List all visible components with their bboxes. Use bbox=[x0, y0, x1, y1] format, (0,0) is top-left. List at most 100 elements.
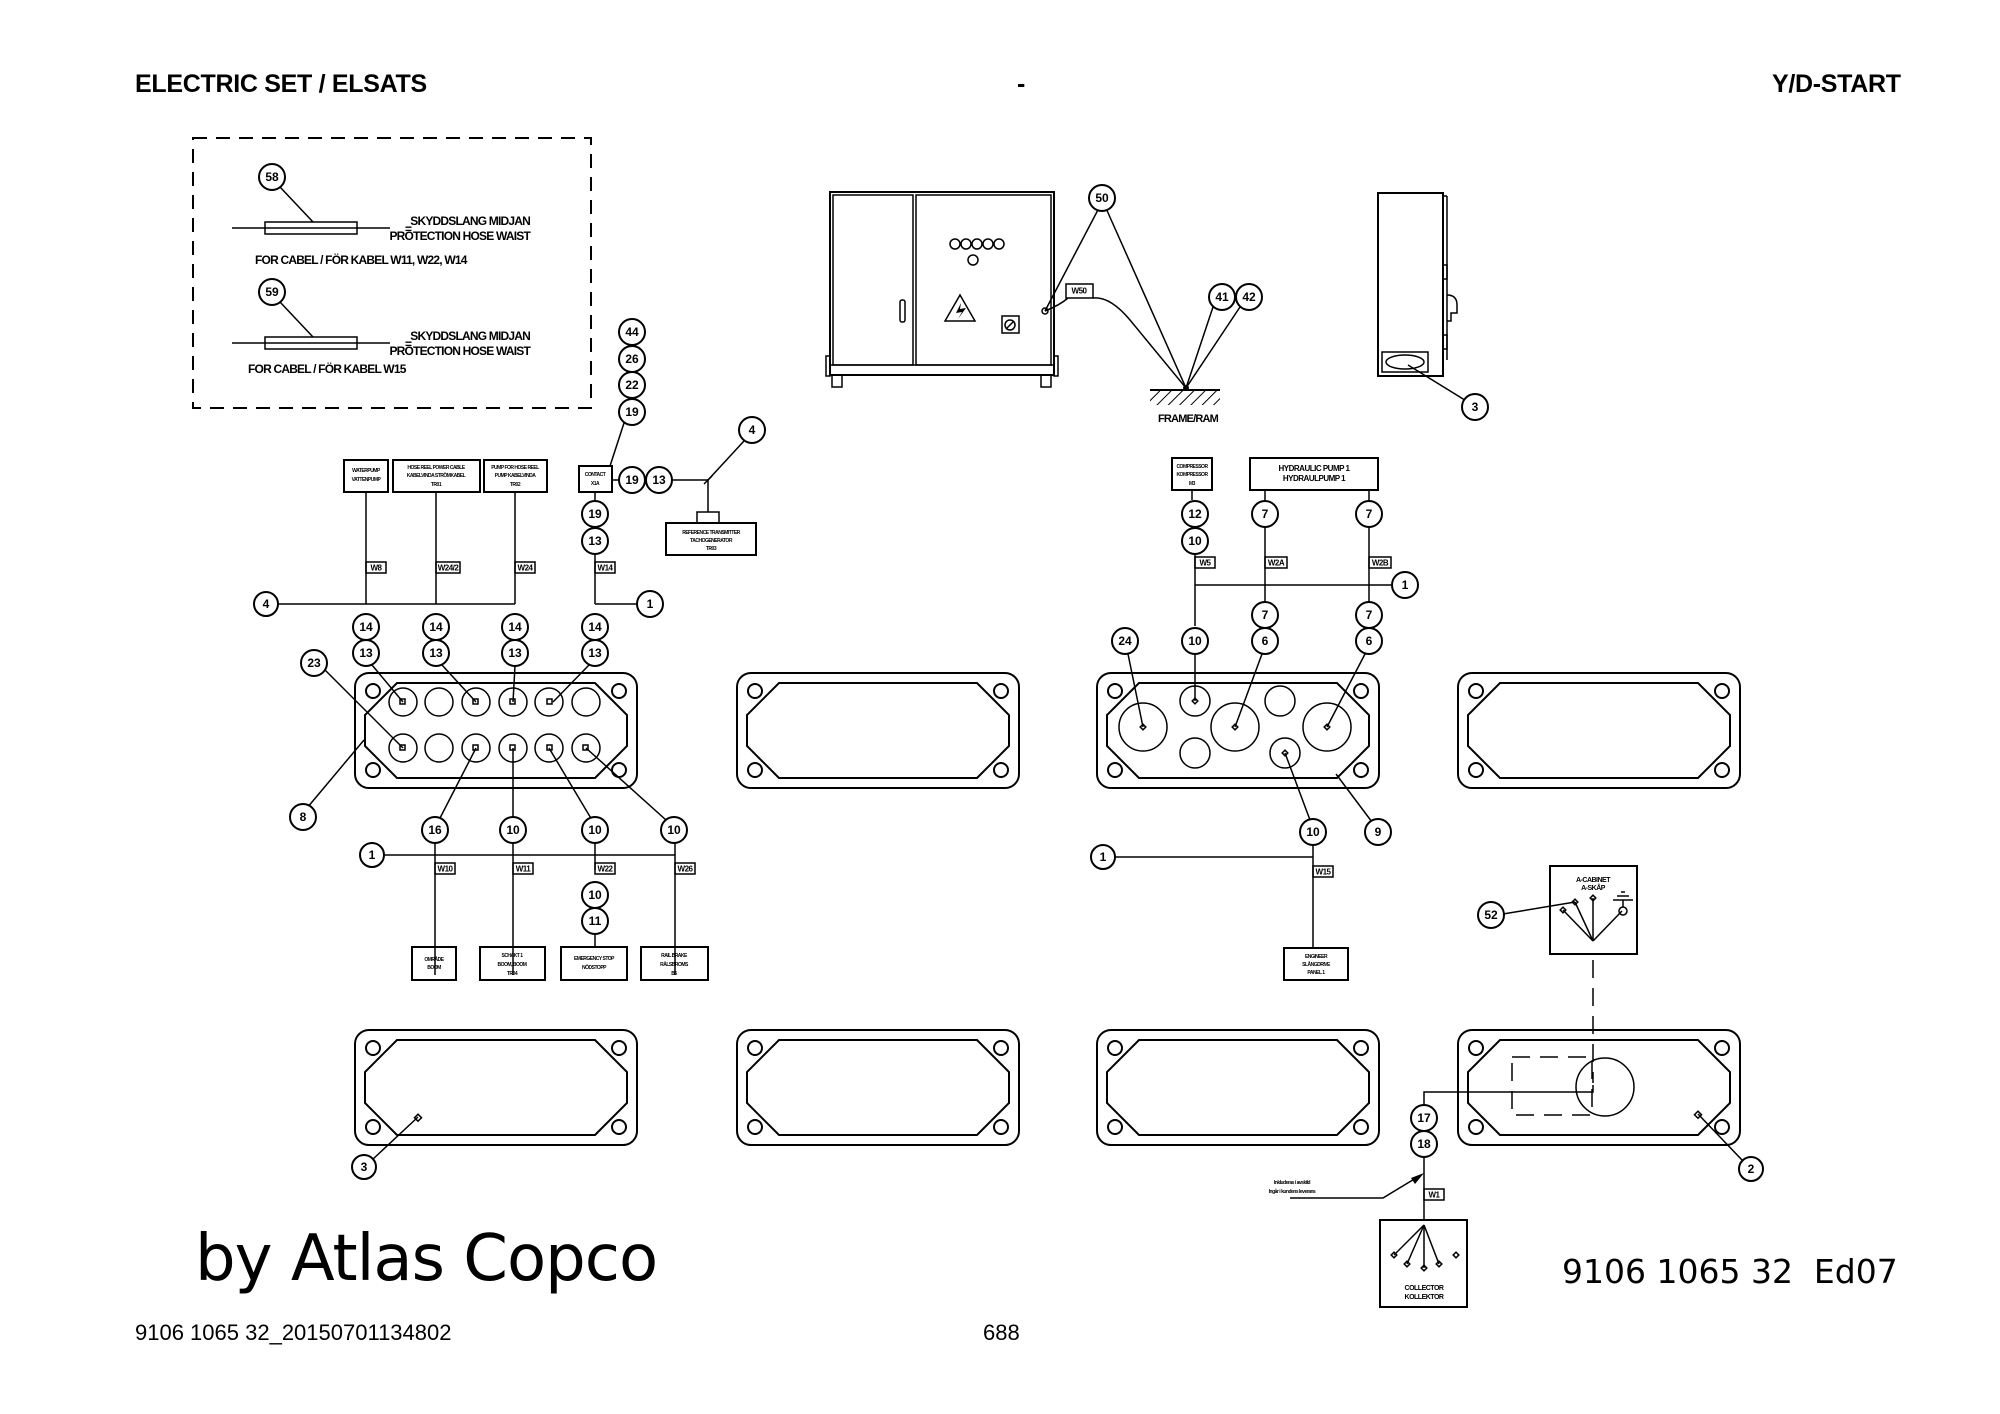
callout-4-bus: 4 bbox=[263, 597, 270, 611]
box-hose-reel-cable-id: TR01 bbox=[431, 482, 442, 488]
callout-59 bbox=[258, 278, 286, 306]
callout-7: 7 bbox=[1262, 608, 1269, 622]
callout-10: 10 bbox=[588, 888, 602, 902]
a-cabinet-label-sv: A-SKÅP bbox=[1581, 883, 1606, 892]
callout-16: 16 bbox=[428, 823, 442, 837]
box-contact-id: X1A bbox=[591, 481, 600, 487]
legend-desc-sv: SKYDDSLANG MIDJAN bbox=[410, 214, 530, 228]
legend-equals: = bbox=[405, 222, 412, 236]
wire-label-w26: W26 bbox=[678, 865, 694, 874]
ground-connection: W50 FRAME/RAM 50 41 42 bbox=[1044, 184, 1263, 425]
wire-label-w15: W15 bbox=[1316, 868, 1332, 877]
callout-13: 13 bbox=[429, 646, 443, 660]
wire-label-w2b: W2B bbox=[1372, 559, 1389, 568]
callout-13: 13 bbox=[508, 646, 522, 660]
cable-gland-plate-right bbox=[1096, 672, 1380, 789]
callout-13: 13 bbox=[359, 646, 373, 660]
callout-19: 19 bbox=[625, 473, 639, 487]
callout-10: 10 bbox=[667, 823, 681, 837]
callout-52: 52 bbox=[1484, 908, 1498, 922]
callout-1-bus: 1 bbox=[647, 597, 654, 611]
callout-26: 26 bbox=[625, 352, 639, 366]
collector-label: COLLECTOR bbox=[1405, 1285, 1444, 1292]
callout-1-right-lower-bus: 1 bbox=[1100, 850, 1107, 864]
callout-50: 50 bbox=[1095, 191, 1109, 205]
footer-page-number: 688 bbox=[983, 1320, 1020, 1345]
collector-box bbox=[1379, 1219, 1468, 1308]
callout-7: 7 bbox=[1366, 507, 1373, 521]
callout-14: 14 bbox=[508, 620, 522, 634]
footer-file-id: 9106 1065 32_20150701134802 bbox=[135, 1320, 452, 1345]
box-boom-area-en: BOOM bbox=[427, 965, 441, 971]
box-waterpump: WATERPUMP bbox=[352, 468, 381, 474]
callout-7: 7 bbox=[1262, 507, 1269, 521]
a-cabinet-label: A-CABINET bbox=[1576, 877, 1611, 884]
legend-desc-en: PROTECTION HOSE WAIST bbox=[389, 229, 531, 243]
callout-19: 19 bbox=[625, 405, 639, 419]
box-tachogenerator-sv: TACHOGENERATOR bbox=[690, 538, 733, 544]
electric-cabinet-front bbox=[825, 191, 1059, 388]
a-cabinet-group: A-CABINET A-SKÅP 52 2 17 18 In bbox=[1269, 865, 1764, 1308]
frame-ground-label: FRAME/RAM bbox=[1158, 413, 1219, 425]
callout-58 bbox=[258, 163, 286, 191]
callout-10: 10 bbox=[1306, 825, 1320, 839]
callout-10: 10 bbox=[1188, 534, 1202, 548]
callout-2: 2 bbox=[1748, 1162, 1755, 1176]
callout-58-label: 58 bbox=[265, 170, 279, 184]
wire-label-w24: W24 bbox=[518, 564, 534, 573]
box-emergency-stop-sv: NÖDSTOPP bbox=[582, 964, 607, 971]
legend-box: 58 = SKYDDSLANG MIDJAN PROTECTION HOSE W… bbox=[192, 137, 592, 409]
box-shaft: SCHAKT 1 bbox=[501, 953, 523, 959]
main-switch-icon bbox=[1001, 315, 1020, 334]
callout-18: 18 bbox=[1417, 1137, 1431, 1151]
box-compressor-id: M3 bbox=[1189, 481, 1196, 487]
callout-42: 42 bbox=[1242, 290, 1256, 304]
high-voltage-warning-icon bbox=[943, 293, 977, 322]
wire-label-w8: W8 bbox=[371, 564, 383, 573]
box-hose-reel-cable: HOSE REEL POWER CABLE bbox=[407, 465, 465, 471]
callout-10: 10 bbox=[506, 823, 520, 837]
cable-gland-plate-blank bbox=[736, 1029, 1020, 1146]
callout-59-label: 59 bbox=[265, 285, 279, 299]
callout-6: 6 bbox=[1262, 634, 1269, 648]
left-cable-group: 44 26 22 19 WATERPUMP VATTENPUMP HOSE RE… bbox=[253, 318, 766, 981]
box-hose-reel-pump-id: TR02 bbox=[510, 482, 521, 488]
box-panel-id: PANEL 1 bbox=[1307, 970, 1325, 976]
document-number: 9106 1065 32 Ed07 bbox=[1562, 1252, 1898, 1291]
callout-4: 4 bbox=[749, 423, 756, 437]
cable-gland-plate-blank bbox=[736, 672, 1020, 789]
callout-14: 14 bbox=[588, 620, 602, 634]
wire-label-w24-2: W24/2 bbox=[438, 564, 460, 573]
indicator-lamps bbox=[949, 238, 1005, 266]
callout-8: 8 bbox=[300, 810, 307, 824]
callout-7: 7 bbox=[1366, 608, 1373, 622]
callout-22: 22 bbox=[625, 378, 639, 392]
callout-14: 14 bbox=[429, 620, 443, 634]
callout-13: 13 bbox=[588, 534, 602, 548]
box-panel-sv: SLÅNGDRIVE bbox=[1302, 961, 1331, 968]
callout-3-side: 3 bbox=[1472, 400, 1479, 414]
box-hose-reel-cable-sv: KABELVINDA STRÖMKABEL bbox=[407, 472, 466, 479]
box-boom-area: OMRÅDE bbox=[424, 956, 444, 963]
legend-cable-note: FOR CABEL / FÖR KABEL W15 bbox=[248, 361, 407, 376]
callout-23: 23 bbox=[307, 656, 321, 670]
delivery-note-sv: Ingår i kundens leverans bbox=[1269, 1188, 1316, 1195]
box-hose-reel-pump: PUMP FOR HOSE REEL bbox=[491, 465, 539, 471]
box-panel: ENGINEER bbox=[1305, 954, 1328, 960]
callout-44: 44 bbox=[625, 325, 639, 339]
cable-gland-plate-blank bbox=[1457, 672, 1741, 789]
wire-label-w1: W1 bbox=[1429, 1191, 1441, 1200]
box-hydraulic-pump-sv: HYDRAULPUMP 1 bbox=[1283, 474, 1346, 483]
electric-cabinet-side: 3 bbox=[1377, 192, 1489, 421]
wire-label-w11: W11 bbox=[516, 865, 532, 874]
box-tachogenerator: REFERENCE TRANSMITTER bbox=[682, 530, 740, 536]
callout-6: 6 bbox=[1366, 634, 1373, 648]
legend-desc-sv: SKYDDSLANG MIDJAN bbox=[410, 329, 530, 343]
callout-13: 13 bbox=[652, 473, 666, 487]
box-waterpump-sv: VATTENPUMP bbox=[352, 477, 382, 483]
box-rail-brake-sv: RÄLSBROMS bbox=[660, 961, 689, 968]
callout-10: 10 bbox=[1188, 634, 1202, 648]
box-hydraulic-pump: HYDRAULIC PUMP 1 bbox=[1279, 464, 1351, 473]
header-variant: Y/D-START bbox=[1772, 70, 1901, 98]
